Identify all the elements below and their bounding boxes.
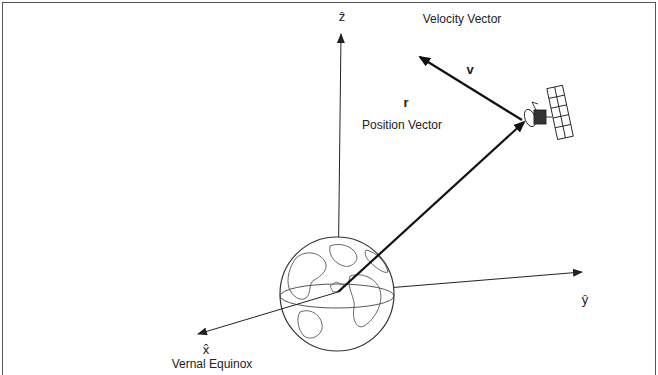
vector-symbol: r [401, 95, 410, 111]
satellite-icon [522, 85, 573, 139]
velocity-vector [420, 57, 522, 120]
x-axis [198, 292, 338, 334]
axis-label: x̂ [201, 342, 212, 358]
vector-symbol: v [464, 62, 475, 78]
vector-label: Position Vector [360, 118, 444, 133]
vector-label: Velocity Vector [421, 12, 504, 27]
axis-caption: Vernal Equinox [170, 357, 255, 372]
axis-label: ẑ [337, 9, 348, 25]
axis-label: ŷ [580, 292, 591, 308]
earth-globe [280, 237, 394, 351]
position-vector [338, 122, 524, 292]
